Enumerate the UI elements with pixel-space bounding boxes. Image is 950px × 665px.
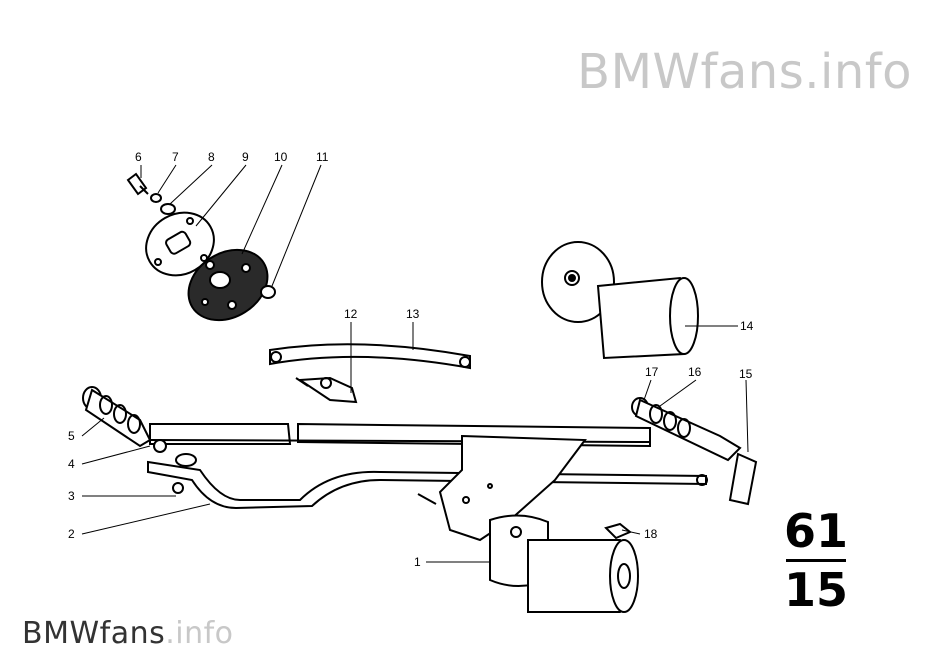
callout-6: 6 [135, 150, 142, 164]
callout-2: 2 [68, 527, 75, 541]
mounting-bracket [417, 434, 587, 542]
gasket-plate [187, 248, 269, 322]
callout-5: 5 [68, 429, 75, 443]
section-subgroup: 15 [784, 563, 849, 617]
callout-18: 18 [644, 527, 658, 541]
callout-13: 13 [406, 307, 420, 321]
crank-rod [147, 453, 708, 510]
right-wiper-shaft [631, 397, 758, 506]
watermark-top-brand: BMWfans [577, 44, 805, 100]
callout-9: 9 [242, 150, 249, 164]
callout-8: 8 [208, 150, 215, 164]
bolt-part [126, 172, 149, 196]
callout-11: 11 [316, 150, 329, 164]
section-code: 61 15 [784, 508, 848, 613]
watermark-bottom-tld: .info [165, 616, 234, 651]
wiper-motor [489, 514, 639, 613]
section-group: 61 [784, 504, 849, 558]
watermark-top: BMWfans.info [577, 44, 912, 100]
callout-14: 14 [740, 319, 754, 333]
section-divider [786, 559, 846, 562]
watermark-bottom-brand: BMWfans [22, 616, 166, 651]
callout-10: 10 [274, 150, 288, 164]
callout-15: 15 [739, 367, 753, 381]
callout-1: 1 [414, 555, 421, 569]
watermark-top-tld: .info [804, 44, 912, 100]
grommet-plate [145, 211, 215, 277]
callout-7: 7 [172, 150, 179, 164]
callout-4: 4 [68, 457, 75, 471]
leader-lines [81, 164, 749, 563]
callout-16: 16 [688, 365, 702, 379]
washer-part [150, 193, 162, 203]
washer-small-part [260, 285, 276, 299]
rubber-buffer [541, 241, 699, 360]
pivot-bracket [295, 376, 358, 404]
left-wiper-shaft [82, 386, 167, 453]
callout-12: 12 [344, 307, 358, 321]
connecting-rod [269, 343, 471, 370]
callout-3: 3 [68, 489, 75, 503]
watermark-bottom: BMWfans.info [22, 616, 234, 651]
nut-part [160, 203, 176, 215]
callout-17: 17 [645, 365, 659, 379]
